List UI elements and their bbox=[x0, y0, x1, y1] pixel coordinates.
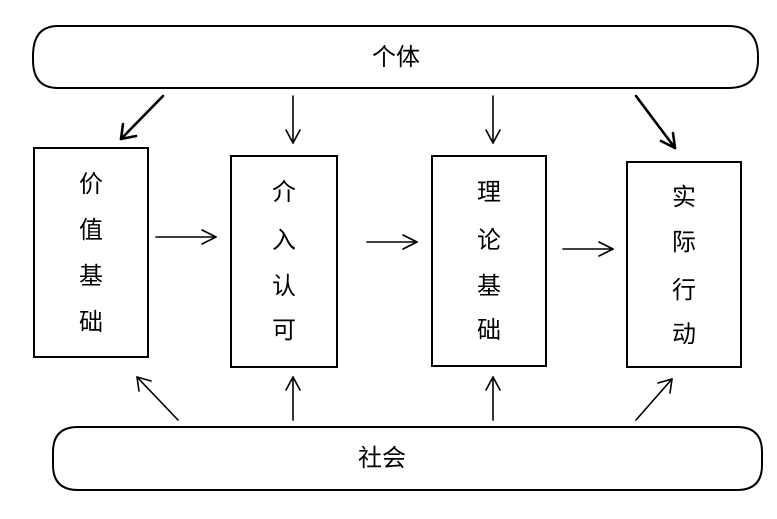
arrow-bottom-to-intervention-recognition bbox=[285, 376, 301, 421]
box-intervention-recognition-char-2: 入 bbox=[272, 226, 296, 254]
top-banner-label: 个体 bbox=[372, 43, 420, 71]
box-intervention-recognition-char-1: 介 bbox=[272, 178, 296, 206]
arrow-intervention-to-theory bbox=[366, 234, 418, 250]
box-value-basis: 价 值 基 础 bbox=[33, 147, 149, 358]
box-theory-basis-char-4: 础 bbox=[477, 316, 501, 344]
box-theory-basis-char-3: 基 bbox=[477, 272, 501, 300]
box-theory-basis-char-1: 理 bbox=[477, 178, 501, 206]
box-value-basis-char-4: 础 bbox=[79, 308, 103, 336]
arrow-theory-to-action bbox=[562, 241, 614, 257]
box-value-basis-char-3: 基 bbox=[79, 262, 103, 290]
arrow-top-to-value-basis bbox=[119, 94, 165, 141]
arrow-value-to-intervention bbox=[155, 229, 217, 245]
box-theory-basis-char-2: 论 bbox=[477, 226, 501, 254]
bottom-banner: 社会 bbox=[52, 426, 763, 491]
box-practical-action-char-1: 实 bbox=[672, 183, 696, 211]
bottom-banner-label: 社会 bbox=[358, 444, 406, 472]
box-practical-action: 实 际 行 动 bbox=[626, 161, 742, 368]
box-intervention-recognition-char-3: 认 bbox=[272, 272, 296, 300]
arrow-bottom-to-practical-action bbox=[635, 378, 673, 421]
top-banner: 个体 bbox=[32, 25, 759, 89]
box-practical-action-char-2: 际 bbox=[672, 228, 696, 256]
box-practical-action-char-3: 行 bbox=[672, 276, 696, 304]
box-value-basis-char-2: 值 bbox=[79, 216, 103, 244]
arrow-top-to-theory-basis bbox=[485, 95, 501, 144]
arrow-bottom-to-value-basis bbox=[136, 376, 179, 421]
box-intervention-recognition: 介 入 认 可 bbox=[230, 155, 338, 368]
box-value-basis-char-1: 价 bbox=[79, 170, 103, 198]
box-intervention-recognition-char-4: 可 bbox=[272, 316, 296, 344]
arrow-top-to-practical-action bbox=[634, 94, 677, 150]
arrow-bottom-to-theory-basis bbox=[485, 376, 501, 421]
box-practical-action-char-4: 动 bbox=[672, 320, 696, 348]
arrow-top-to-intervention-recognition bbox=[285, 95, 301, 144]
box-theory-basis: 理 论 基 础 bbox=[431, 155, 547, 367]
